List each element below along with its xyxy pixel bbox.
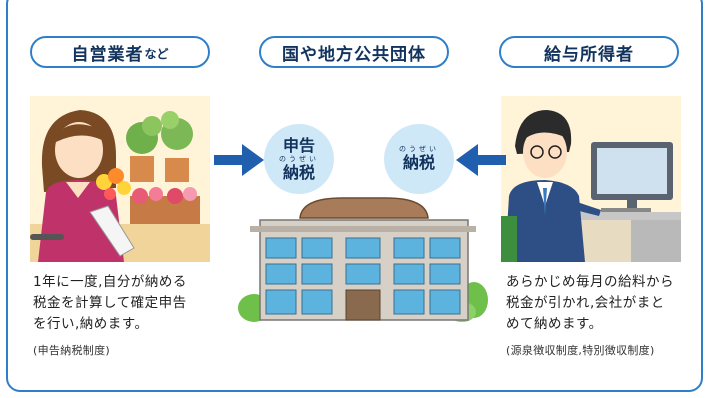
bubble-declaration-payment: 申告 のうぜい 納税 [264,124,334,194]
bubble-left-ruby: のうぜい [279,154,319,163]
bubble-left-line1: 申告 [282,135,315,155]
note-self-employed: (申告納税制度) [33,344,110,357]
government-building-illustration [238,197,488,322]
label-government-text: 国や地方公共団体 [282,44,426,65]
description-salary-earner: あらかじめ毎月の給料から 税金が引かれ,会社がまと めて納めます。 [506,272,674,335]
label-self-employed-suffix: など [144,47,169,61]
note-salary-earner: (源泉徴収制度,特別徴収制度) [506,344,655,357]
arrow-left-icon [456,144,506,176]
self-employed-illustration [30,96,210,262]
description-left-line2: 税金を計算して確定申告 [33,295,187,311]
bubble-right-line1: 納税 [402,152,435,172]
label-salary-earner: 給与所得者 [499,36,679,68]
bubble-tax-payment: のうぜい 納税 [384,124,454,194]
label-self-employed: 自営業者など [30,36,210,68]
label-self-employed-text: 自営業者 [71,44,144,65]
description-self-employed: 1年に一度,自分が納める 税金を計算して確定申告 を行い,納めます。 [33,272,187,335]
label-salary-earner-text: 給与所得者 [544,44,634,65]
description-left-line1: 1年に一度,自分が納める [33,274,187,290]
bubble-left-line2: 納税 [282,162,315,182]
arrow-right-icon [214,144,264,176]
description-right-line1: あらかじめ毎月の給料から [506,274,674,290]
label-government: 国や地方公共団体 [259,36,449,68]
salary-earner-illustration [501,96,681,262]
description-left-line3: を行い,納めます。 [33,316,149,332]
description-right-line3: めて納めます。 [506,316,603,332]
description-right-line2: 税金が引かれ,会社がまと [506,295,665,311]
bubble-right-ruby: のうぜい [399,144,439,153]
